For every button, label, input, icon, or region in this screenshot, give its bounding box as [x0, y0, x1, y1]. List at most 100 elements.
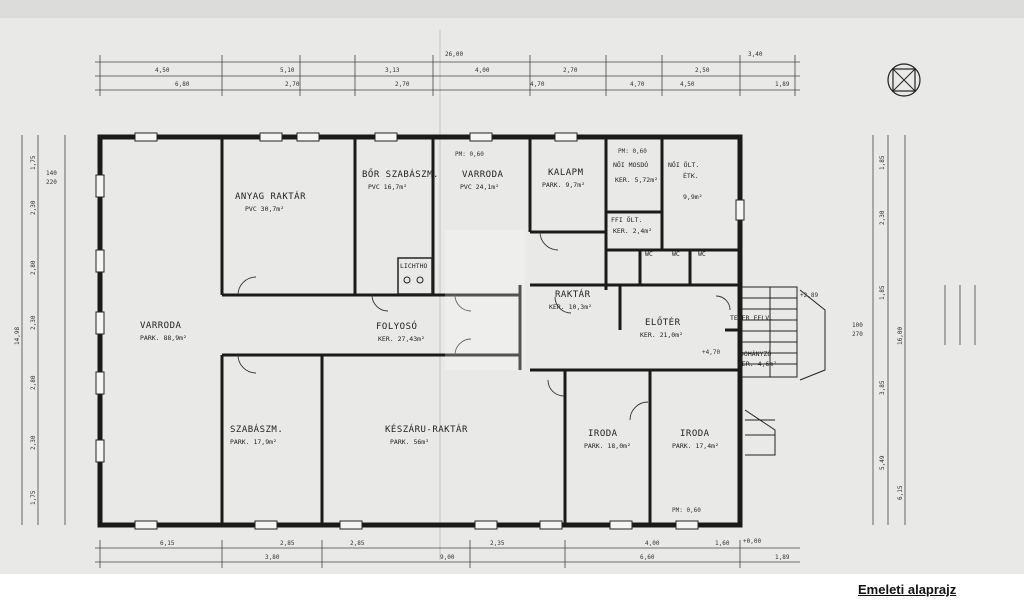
room-name: VARRODA [462, 170, 504, 180]
dimension-text: 2,70 [285, 81, 300, 88]
bottom-dimension-lines [95, 540, 800, 568]
room-name: TEHER FELV. [730, 314, 773, 322]
dimension-text: 4,50 [680, 81, 695, 88]
floor-plan-drawing: VARRODA PARK. 88,9m² ANYAG RAKTÁR PVC 30… [0, 0, 1024, 574]
floor-plan-sheet: VARRODA PARK. 88,9m² ANYAG RAKTÁR PVC 30… [0, 0, 1024, 574]
dimension-text: 3,40 [748, 51, 763, 58]
dimension-text: 2,30 [879, 210, 886, 225]
dimension-text: 6,15 [160, 540, 175, 547]
dimension-text: 2,30 [30, 200, 37, 215]
room-name: IRODA [680, 429, 710, 439]
dimension-text: 4,00 [645, 540, 660, 547]
dimension-text: 26,00 [445, 51, 463, 58]
dimension-text: 9,00 [440, 554, 455, 561]
dimension-text: 4,70 [530, 81, 545, 88]
pm-label: PM: 0,60 [672, 507, 701, 514]
room-area: PARK. 17,4m² [672, 442, 719, 450]
room-area: PARK. 18,0m² [584, 442, 631, 450]
dimension-text: 5,10 [280, 67, 295, 74]
room-name: BŐR SZABÁSZM. [362, 168, 439, 180]
paper-background [0, 0, 1024, 574]
dimension-text: 2,50 [695, 67, 710, 74]
room-name: KÉSZÁRU-RAKTÁR [385, 423, 468, 435]
room-name: ANYAG RAKTÁR [235, 190, 306, 202]
dimension-text: 1,85 [879, 285, 886, 300]
room-area: PVC 16,7m² [368, 183, 407, 191]
room-name: FOLYOSÓ [376, 320, 417, 332]
room-area: PVC 30,7m² [245, 205, 284, 213]
paper-top-edge [0, 0, 1024, 18]
room-name: NŐI ÖLT. [668, 160, 699, 169]
room-name: DOHÁNYZÓ [740, 349, 771, 358]
level-label: +0,00 [743, 538, 761, 545]
dimension-text: 100 [852, 322, 863, 329]
dimension-text: 1,75 [30, 155, 37, 170]
room-area: KER. 21,0m² [640, 331, 683, 339]
room-area: KER. 2,4m² [613, 227, 652, 235]
dimension-text: 5,49 [879, 455, 886, 470]
dimension-text: 16,00 [897, 327, 904, 345]
dimension-text: 6,60 [640, 554, 655, 561]
dimension-text: 6,15 [897, 485, 904, 500]
room-area: PARK. 9,7m² [542, 181, 585, 189]
interior-walls [220, 137, 740, 525]
lichtho-box [397, 257, 433, 295]
dimension-text: 3,85 [879, 380, 886, 395]
dimension-text: 140 [46, 170, 57, 177]
room-area: KER. 4,6m² [738, 360, 777, 368]
left-dimension-texts: 1,75 2,30 2,80 2,30 2,80 2,30 1,75 14,98… [14, 155, 57, 505]
dimension-text: 1,60 [715, 540, 730, 547]
right-dimension-lines [872, 135, 976, 525]
room-name: FFI ÖLT. [611, 215, 642, 224]
room-name: ELŐTÉR [645, 316, 681, 328]
level-label: +2,89 [800, 292, 818, 299]
dimension-text: 14,98 [14, 327, 21, 345]
room-area: KER. 5,72m² [615, 176, 658, 184]
dimension-text: 2,80 [30, 260, 37, 275]
pm-label: PM: 0,60 [455, 151, 484, 158]
room-name: NŐI MOSDÓ [613, 160, 648, 169]
dimension-text: 1,89 [775, 554, 790, 561]
dimension-text: 2,30 [30, 435, 37, 450]
dimension-text: 270 [852, 331, 863, 338]
room-area: 9,9m² [683, 193, 703, 201]
room-name: VARRODA [140, 321, 182, 331]
dimension-text: 4,50 [155, 67, 170, 74]
room-name: RAKTÁR [555, 288, 591, 300]
room-name: ÉTK. [683, 171, 699, 180]
top-dimension-texts: 26,00 4,50 5,10 3,13 4,00 2,70 2,50 3,40… [155, 51, 790, 88]
dimension-text: 1,75 [30, 490, 37, 505]
wc-label: WC [672, 250, 680, 258]
dimension-text: 2,35 [490, 540, 505, 547]
level-label: +4,70 [702, 349, 720, 356]
dimension-text: 3,80 [265, 554, 280, 561]
room-name: IRODA [588, 429, 618, 439]
wc-label: WC [645, 250, 653, 258]
dimension-text: 2,70 [395, 81, 410, 88]
dimension-text: 1,89 [775, 81, 790, 88]
right-dimension-texts: 1,85 2,30 1,85 3,85 5,49 6,15 16,00 100 … [852, 155, 904, 500]
glass-partition [445, 230, 525, 370]
dimension-text: 2,85 [280, 540, 295, 547]
lichtho-label: LICHTHO [400, 262, 427, 270]
dimension-text: 2,85 [350, 540, 365, 547]
room-name: KALAPM [548, 168, 584, 178]
dimension-text: 2,70 [563, 67, 578, 74]
small-labels: LICHTHO WC WC WC PM: 0,60 PM: 0,60 PM: 0… [400, 148, 818, 545]
left-dimension-lines [21, 135, 66, 525]
bottom-dimension-texts: 6,15 2,85 2,85 2,35 4,00 1,60 3,80 9,00 … [160, 540, 790, 561]
staircase [741, 286, 826, 456]
room-name: SZABÁSZM. [230, 423, 283, 435]
north-arrow-symbol [887, 63, 921, 97]
dimension-text: 4,00 [475, 67, 490, 74]
dimension-text: 1,85 [879, 155, 886, 170]
room-area: KER. 10,3m² [549, 303, 592, 311]
dimension-text: 3,13 [385, 67, 400, 74]
wc-label: WC [698, 250, 706, 258]
room-area: PVC 24,1m² [460, 183, 499, 191]
dimension-text: 2,30 [30, 315, 37, 330]
dimension-text: 4,70 [630, 81, 645, 88]
pm-label: PM: 0,60 [618, 148, 647, 155]
dimension-text: 6,80 [175, 81, 190, 88]
door-swings [237, 231, 731, 421]
